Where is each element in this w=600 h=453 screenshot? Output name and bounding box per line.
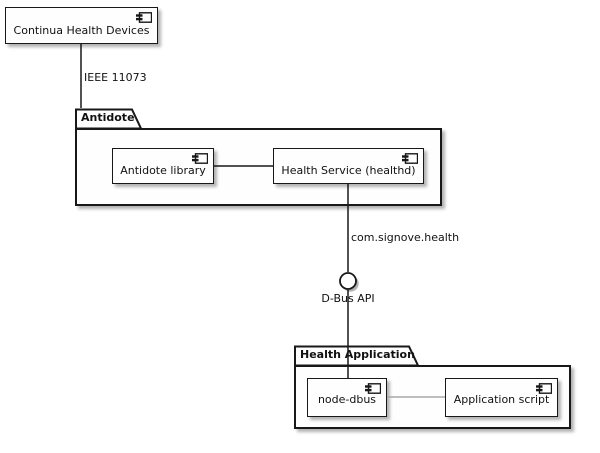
component-label: Application script [453, 393, 550, 406]
edge-label-ieee-11073: IEEE 11073 [84, 71, 147, 84]
component-label: Health Service (healthd) [281, 164, 416, 177]
component-antidote-library: Antidote library [112, 148, 214, 184]
interface-circle-shadow [342, 275, 359, 292]
package-health-application-tab [294, 345, 420, 367]
component-continua-health-devices: Continua Health Devices [5, 7, 158, 44]
package-antidote-label: Antidote [81, 111, 135, 124]
component-icon [536, 383, 552, 394]
package-health-application-label: Health Application [300, 348, 415, 361]
component-icon [402, 153, 418, 164]
interface-label-dbus-api: D-Bus API [321, 292, 375, 305]
component-label: Continua Health Devices [13, 24, 150, 37]
component-icon [192, 153, 208, 164]
interface-circle [339, 272, 357, 290]
component-label: node-dbus [317, 393, 377, 406]
component-application-script: Application script [445, 378, 558, 417]
component-health-service: Health Service (healthd) [273, 148, 424, 184]
component-icon [136, 12, 152, 23]
component-icon [365, 383, 381, 394]
package-antidote-tab [75, 108, 143, 130]
component-label: Antidote library [120, 164, 206, 177]
component-node-dbus: node-dbus [307, 378, 387, 417]
edge-label-com-signove-health: com.signove.health [351, 231, 460, 244]
